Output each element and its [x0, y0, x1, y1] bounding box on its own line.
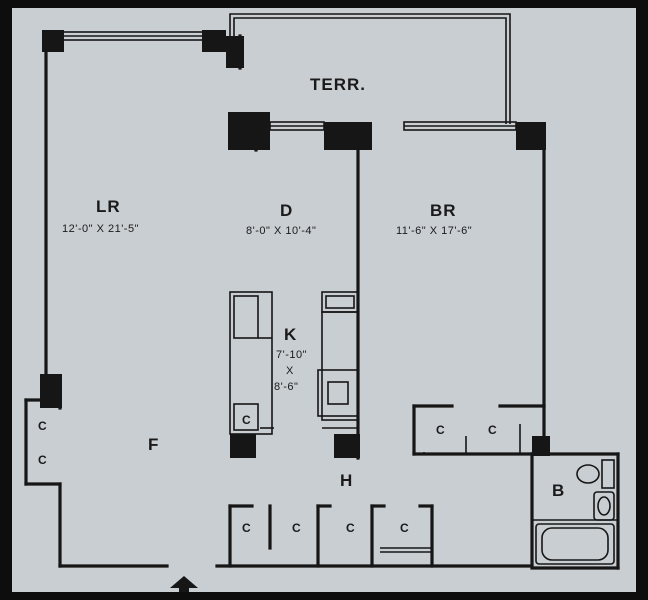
interior-walls [254, 128, 546, 460]
columns [40, 30, 550, 458]
entrance-arrow-icon [170, 576, 198, 592]
floor-plan-sheet: TERR. LR 12'-0" X 21'-5" D 8'-0" X 10'-4… [12, 8, 636, 592]
kitchen-fixtures [229, 291, 359, 435]
terrace-label: TERR. [310, 75, 366, 94]
terrace-railing [229, 13, 511, 124]
hall-closets [228, 504, 434, 568]
kitchen-label: K [284, 325, 297, 344]
closet-label: C [346, 521, 355, 535]
kitchen-dims-line1: 7'-10" [276, 349, 307, 361]
closet-label: C [436, 423, 445, 437]
closet-label: C [38, 419, 47, 433]
closet-label: C [292, 521, 301, 535]
closet-label: C [242, 413, 251, 427]
kitchen-dims-line3: 8'-6" [274, 381, 298, 393]
windows [61, 31, 517, 131]
closet-label: C [242, 521, 251, 535]
hall-label: H [340, 471, 353, 490]
kitchen-dims-line2: X [286, 365, 294, 377]
bedroom-label: BR [430, 201, 457, 220]
bedroom-dims: 11'-6" X 17'-6" [396, 225, 472, 237]
dining-dims: 8'-0" X 10'-4" [246, 225, 316, 237]
floor-plan: TERR. LR 12'-0" X 21'-5" D 8'-0" X 10'-4… [24, 13, 620, 592]
bath-fixtures [532, 459, 618, 565]
living-room-label: LR [96, 197, 121, 216]
dining-label: D [280, 201, 293, 220]
foyer-label: F [148, 435, 159, 454]
closet-label: C [38, 453, 47, 467]
bath-label: B [552, 481, 565, 500]
closet-label: C [400, 521, 409, 535]
closet-label: C [488, 423, 497, 437]
living-room-dims: 12'-0" X 21'-5" [62, 223, 139, 235]
